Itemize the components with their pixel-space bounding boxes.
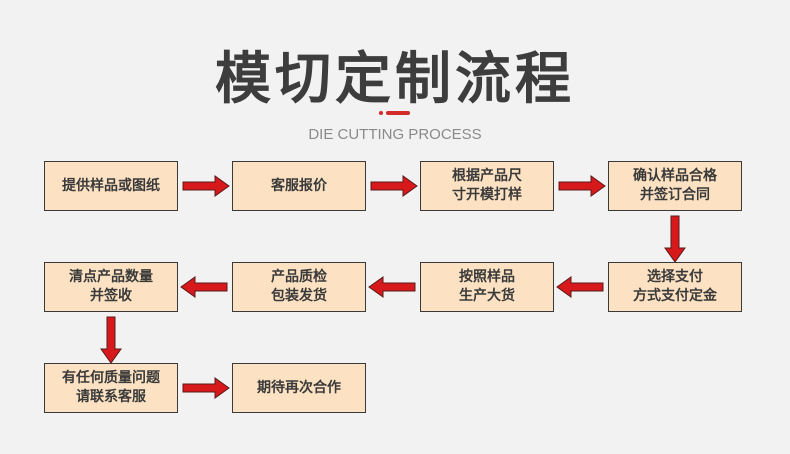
step-text: 寸开模打样 bbox=[452, 187, 522, 203]
step-7: 产品质检包装发货 bbox=[232, 262, 366, 312]
step-text: 清点产品数量 bbox=[69, 269, 153, 285]
title-accent-dot bbox=[379, 111, 383, 115]
step-9: 有任何质量问题请联系客服 bbox=[44, 363, 178, 413]
page-title: 模切定制流程 bbox=[215, 47, 575, 112]
step-text: 有任何质量问题 bbox=[62, 370, 160, 386]
arrow-right-icon bbox=[558, 175, 606, 197]
step-text: 包装发货 bbox=[271, 288, 327, 304]
arrow-left-icon bbox=[180, 276, 228, 298]
step-text: 选择支付 bbox=[647, 269, 703, 285]
step-text: 按照样品 bbox=[459, 269, 515, 285]
step-3: 根据产品尺寸开模打样 bbox=[420, 161, 554, 211]
step-5: 选择支付方式支付定金 bbox=[608, 262, 742, 312]
step-text: 并签订合同 bbox=[640, 187, 710, 203]
arrow-left-icon bbox=[368, 276, 416, 298]
step-text: 方式支付定金 bbox=[633, 288, 717, 304]
step-6: 按照样品生产大货 bbox=[420, 262, 554, 312]
arrow-left-icon bbox=[556, 276, 604, 298]
step-4: 确认样品合格并签订合同 bbox=[608, 161, 742, 211]
step-2: 客服报价 bbox=[232, 161, 366, 211]
step-text: 客服报价 bbox=[271, 177, 327, 194]
step-text: 根据产品尺 bbox=[452, 168, 522, 184]
arrow-right-icon bbox=[370, 175, 418, 197]
page-subtitle: DIE CUTTING PROCESS bbox=[308, 126, 482, 143]
step-text: 提供样品或图纸 bbox=[62, 177, 160, 194]
step-10: 期待再次合作 bbox=[232, 363, 366, 413]
arrow-right-icon bbox=[182, 377, 230, 399]
step-text: 产品质检 bbox=[271, 269, 327, 285]
step-text: 生产大货 bbox=[459, 288, 515, 304]
step-text: 期待再次合作 bbox=[257, 379, 341, 396]
step-text: 并签收 bbox=[90, 288, 132, 304]
step-text: 请联系客服 bbox=[76, 389, 146, 405]
arrow-right-icon bbox=[182, 175, 230, 197]
arrow-down-icon bbox=[664, 215, 686, 263]
arrow-down-icon bbox=[100, 316, 122, 364]
title-accent-bar bbox=[386, 111, 410, 115]
step-1: 提供样品或图纸 bbox=[44, 161, 178, 211]
step-8: 清点产品数量并签收 bbox=[44, 262, 178, 312]
step-text: 确认样品合格 bbox=[633, 168, 717, 184]
